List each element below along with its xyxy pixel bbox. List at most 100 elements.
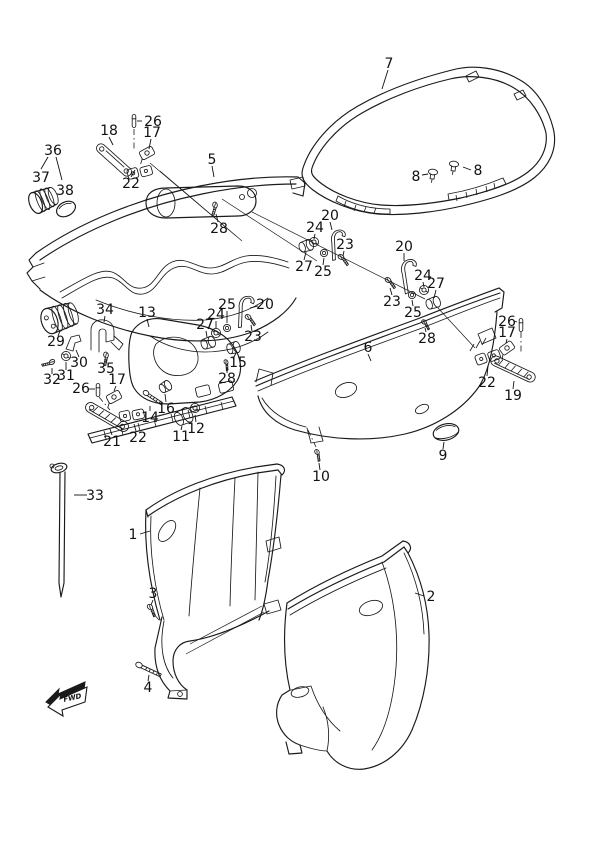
bushing-15 xyxy=(225,340,242,356)
callout-18-label: 18 xyxy=(100,123,118,139)
callout-31-label: 31 xyxy=(57,368,75,384)
callout-23-label: 23 xyxy=(383,294,401,310)
callout-32-label: 32 xyxy=(43,372,61,388)
callout-26-label: 26 xyxy=(72,381,90,397)
part-1-side-cover-left xyxy=(135,464,285,699)
callout-29-leader xyxy=(58,331,60,336)
callout-23-leader xyxy=(251,325,252,331)
callout-23-leader xyxy=(343,251,344,256)
callout-28-leader xyxy=(216,214,218,222)
callout-25-leader xyxy=(323,258,324,265)
cap-38 xyxy=(54,198,78,220)
callout-20-leader xyxy=(250,306,258,308)
gasket-mount-strip xyxy=(336,196,390,214)
part-33-rod xyxy=(50,462,68,597)
callout-29-label: 29 xyxy=(47,334,65,350)
pin-26 xyxy=(518,318,524,332)
gasket-clip xyxy=(514,90,526,100)
grommet-27 xyxy=(424,294,443,311)
callout-15-leader xyxy=(233,353,236,359)
callout-27-label: 27 xyxy=(295,259,313,275)
screw-23 xyxy=(242,313,259,327)
callout-4-label: 4 xyxy=(144,680,153,696)
hardware-left-middle xyxy=(38,300,201,434)
callout-9-label: 9 xyxy=(439,448,448,464)
callout-23-label: 23 xyxy=(244,329,262,345)
callout-3-leader xyxy=(151,600,153,605)
cover-hole xyxy=(155,517,179,544)
callout-17-label: 17 xyxy=(108,372,126,388)
callout-36-leader xyxy=(56,157,62,180)
callout-27-leader xyxy=(304,252,306,260)
callout-11-leader xyxy=(181,426,182,430)
callout-21-label: 21 xyxy=(103,434,121,450)
callout-20-label: 20 xyxy=(395,239,413,255)
hook-20 xyxy=(235,294,256,330)
mount-rail xyxy=(88,397,236,443)
callout-3-label: 3 xyxy=(149,586,158,602)
callout-34-leader xyxy=(104,316,105,322)
bolt-4 xyxy=(135,661,162,677)
callout-10-leader xyxy=(319,463,320,470)
callout-5-label: 5 xyxy=(208,152,217,168)
part-2-side-cover-right xyxy=(277,541,430,769)
callout-4-leader xyxy=(148,675,149,681)
callout-16-label: 16 xyxy=(157,401,175,417)
callout-22-label: 22 xyxy=(129,430,147,446)
callout-12-leader xyxy=(195,415,196,422)
callout-7-leader xyxy=(382,70,388,89)
mount-29 xyxy=(38,300,81,336)
screw-10 xyxy=(311,448,325,463)
callout-22-leader xyxy=(487,366,488,376)
callout-33-label: 33 xyxy=(86,488,104,504)
callout-14-label: 14 xyxy=(141,410,159,426)
fwd-arrow: FWD xyxy=(46,682,87,716)
callout-6-leader xyxy=(368,354,371,361)
callout-2-label: 2 xyxy=(427,589,436,605)
callout-19-leader xyxy=(513,381,514,389)
callout-1-leader xyxy=(140,531,150,534)
callout-36-label: 36 xyxy=(44,143,62,159)
callout-19-label: 19 xyxy=(504,388,522,404)
part-7-gasket xyxy=(302,67,555,214)
callout-25-leader xyxy=(412,300,413,306)
cap-9 xyxy=(431,421,460,443)
assembly-lines xyxy=(150,163,475,654)
plug-37 xyxy=(26,184,61,215)
panel-hole xyxy=(333,380,358,401)
callout-25-label: 25 xyxy=(314,264,332,280)
callout-15-label: 15 xyxy=(229,355,247,371)
cover-hole xyxy=(357,598,384,619)
callout-25-label: 25 xyxy=(404,305,422,321)
callout-20-label: 20 xyxy=(256,297,274,313)
callout-7-label: 7 xyxy=(385,56,394,72)
gasket-clip xyxy=(466,71,479,82)
rail-foot xyxy=(218,380,234,393)
callout-30-label: 30 xyxy=(70,355,88,371)
screw-8 xyxy=(426,168,439,184)
cover-clip xyxy=(266,537,281,552)
callout-10-label: 10 xyxy=(312,469,330,485)
callout-22-leader xyxy=(131,170,135,177)
callout-28-label: 28 xyxy=(210,221,228,237)
screw-23 xyxy=(382,276,399,290)
callout-37-label: 37 xyxy=(32,170,50,186)
callout-24-leader xyxy=(423,282,424,287)
part-6-side-panel xyxy=(255,288,504,443)
rail-foot xyxy=(195,384,211,397)
hinge-detail xyxy=(290,177,305,189)
callout-23-label: 23 xyxy=(336,237,354,253)
cover-clip xyxy=(264,600,281,614)
callout-26-label: 26 xyxy=(498,314,516,330)
pin-26 xyxy=(131,114,137,128)
hardware-top-left xyxy=(26,114,157,220)
callout-6-label: 6 xyxy=(364,340,373,356)
nut-25 xyxy=(222,323,232,333)
callout-17-leader xyxy=(114,386,116,391)
screw-8 xyxy=(447,160,460,176)
callout-17-label: 17 xyxy=(143,125,161,141)
clamp-17 xyxy=(135,145,157,165)
